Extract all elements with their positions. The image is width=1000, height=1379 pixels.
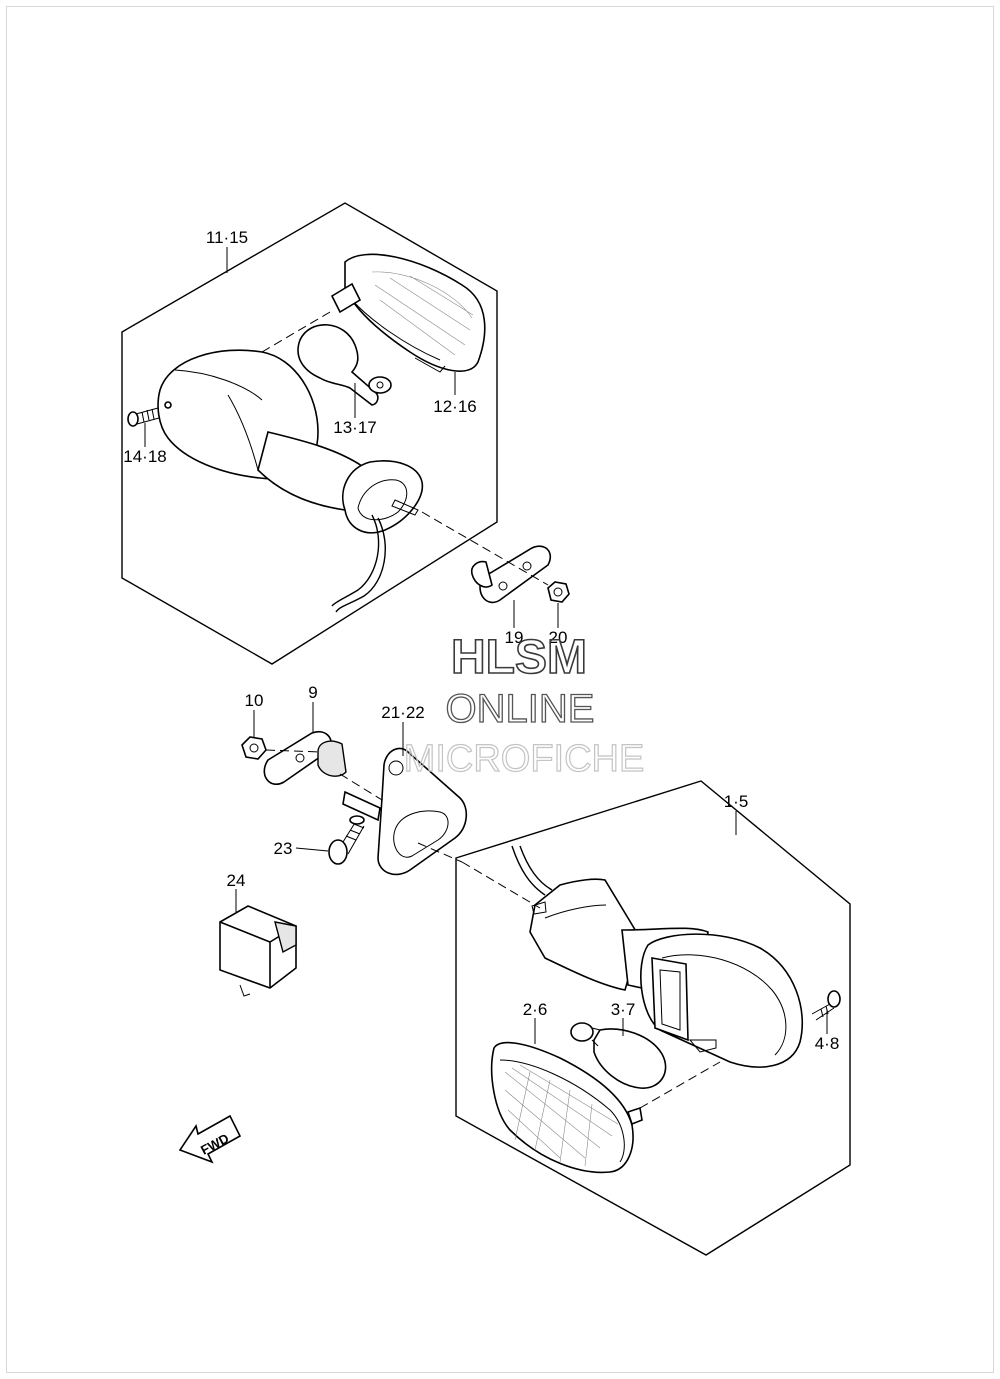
lower-assembly-line [461, 861, 541, 909]
hardware-line-c [417, 842, 463, 863]
lower-lens [490, 1041, 643, 1174]
label-20: 20 [549, 628, 568, 647]
lower-bulb [570, 1022, 667, 1089]
lower-screw [811, 990, 841, 1021]
label-13-17: 13·17 [333, 418, 376, 437]
upper-assembly-line [421, 511, 549, 586]
mounting-bracket [342, 747, 468, 876]
label-9: 9 [308, 683, 317, 702]
label-19: 19 [505, 628, 524, 647]
mounting-hardware-group [219, 731, 468, 997]
watermark-line-3: MICROFICHE [404, 738, 645, 780]
lower-gasket [263, 731, 347, 785]
label-1-5: 1·5 [724, 792, 749, 811]
bracket-bolt [328, 815, 365, 865]
upper-turn-signal-group [121, 202, 570, 665]
upper-nut [547, 581, 570, 603]
upper-screw [127, 407, 160, 427]
label-14-18: 14·18 [123, 447, 166, 466]
lower-turn-signal-group [455, 780, 851, 1256]
label-12-16: 12·16 [433, 397, 476, 416]
relay-unit [219, 905, 297, 997]
leader-lines [144, 247, 828, 1044]
label-23: 23 [274, 839, 293, 858]
lower-nut [241, 736, 267, 760]
hardware-line-b [339, 773, 383, 801]
upper-housing [157, 349, 424, 613]
upper-assembly-box [121, 202, 498, 665]
part-labels: 11·15 12·16 13·17 14·18 19 20 10 9 21·22… [123, 228, 839, 1053]
label-10: 10 [245, 691, 264, 710]
upper-bulb [297, 324, 392, 406]
forward-direction-arrow: FWD [178, 1114, 242, 1164]
lower-assembly-box [455, 780, 851, 1256]
hardware-line-a [265, 749, 321, 753]
watermark: HLSM ONLINE MICROFICHE [403, 630, 645, 780]
upper-gasket [470, 545, 552, 604]
watermark-line-1: HLSM [451, 631, 587, 684]
label-4-8: 4·8 [815, 1034, 840, 1053]
label-24: 24 [227, 871, 246, 890]
page-border [6, 6, 994, 1373]
watermark-line-2: ONLINE [446, 687, 595, 731]
lower-housing [511, 845, 804, 1068]
label-21-22: 21·22 [381, 703, 424, 722]
upper-lens [330, 253, 486, 373]
label-3-7: 3·7 [611, 1000, 636, 1019]
lower-lens-line [639, 1061, 721, 1109]
label-11-15: 11·15 [206, 228, 248, 247]
label-2-6: 2·6 [523, 1000, 548, 1019]
